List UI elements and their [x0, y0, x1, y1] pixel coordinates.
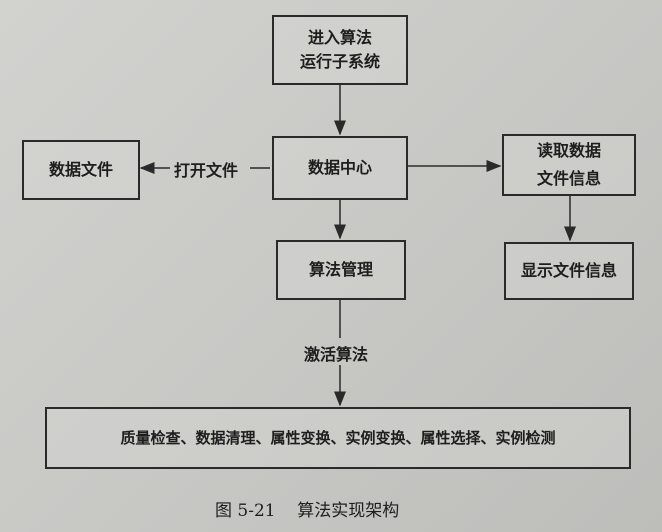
node-algorithms: 质量检查、数据清理、属性变换、实例变换、属性选择、实例检测 — [45, 407, 631, 469]
node-show-file-info: 显示文件信息 — [504, 242, 634, 300]
edge-label-open-file: 打开文件 — [174, 161, 239, 180]
node-algorithm-management: 算法管理 — [276, 240, 406, 300]
edge-label-activate: 激活算法 — [304, 345, 369, 364]
node-data-file: 数据文件 — [22, 140, 140, 200]
node-enter-subsystem: 进入算法 运行子系统 — [272, 15, 408, 85]
node-read-file-info: 读取数据 文件信息 — [502, 134, 636, 196]
node-data-center: 数据中心 — [272, 136, 408, 200]
figure-caption: 图 5-21 算法实现架构 — [215, 501, 400, 521]
